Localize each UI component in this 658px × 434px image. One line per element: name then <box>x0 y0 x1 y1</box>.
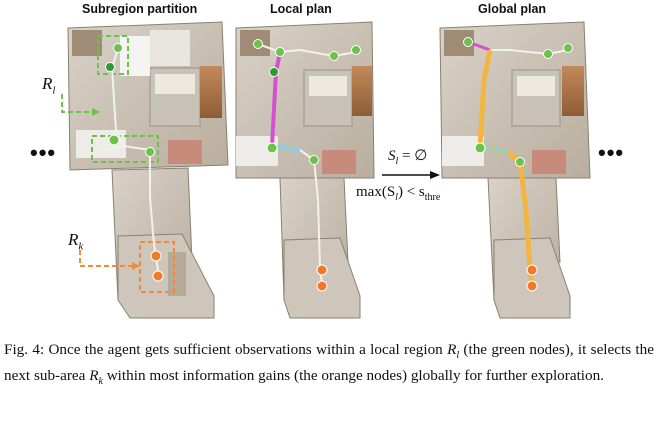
local-plan-title: Local plan <box>270 2 332 16</box>
region-label-rk: Rk <box>68 230 84 253</box>
subregion-partition-title: Subregion partition <box>82 2 198 16</box>
local-plan-map <box>235 21 375 319</box>
transition-arrow <box>382 171 440 179</box>
condition-empty-set: Sl = ∅ <box>388 148 428 167</box>
figure-illustration <box>61 21 591 319</box>
subregion-map <box>61 21 229 319</box>
ellipsis-right: ••• <box>598 140 625 165</box>
global-plan-map <box>439 21 591 319</box>
figure-caption: Fig. 4: Once the agent gets sufficient o… <box>4 341 654 387</box>
region-label-rl: Rl <box>42 74 56 97</box>
condition-max-threshold: max(Sl) < sthre <box>356 184 441 203</box>
ellipsis-left: ••• <box>30 140 57 165</box>
global-plan-title: Global plan <box>478 2 547 16</box>
